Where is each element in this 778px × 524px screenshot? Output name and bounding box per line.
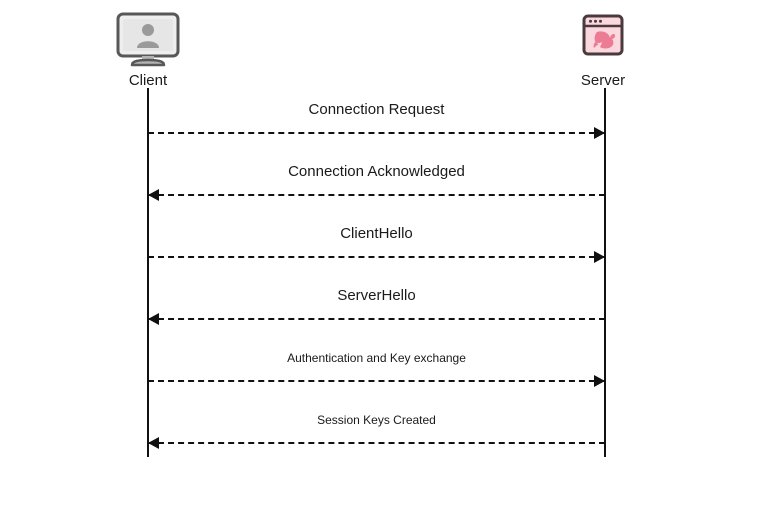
message-6-line [148,442,605,444]
desktop-monitor-user-icon [116,12,180,67]
message-4-line [148,318,605,320]
message-6-arrowhead-left [148,437,159,449]
participant-server-label: Server [580,72,626,89]
message-3-arrowhead-right [594,251,605,263]
browser-window-pink-animal-icon [582,14,624,56]
message-4-arrowhead-left [148,313,159,325]
message-1-line [148,132,605,134]
message-6-label: Session Keys Created [317,413,436,427]
message-1-arrowhead-right [594,127,605,139]
message-3-line [148,256,605,258]
participant-client-label: Client [128,72,168,89]
message-5-line [148,380,605,382]
message-3-label: ClientHello [340,225,413,242]
message-5-label: Authentication and Key exchange [287,351,466,365]
message-2-line [148,194,605,196]
lifeline-client [147,88,149,457]
message-2-label: Connection Acknowledged [288,163,465,180]
message-5-arrowhead-right [594,375,605,387]
message-2-arrowhead-left [148,189,159,201]
message-4-label: ServerHello [337,287,416,304]
participant-client[interactable]: Client [88,12,208,90]
message-1-label: Connection Request [308,101,445,118]
lifeline-server [604,88,606,457]
participant-server[interactable]: Server [543,12,663,90]
